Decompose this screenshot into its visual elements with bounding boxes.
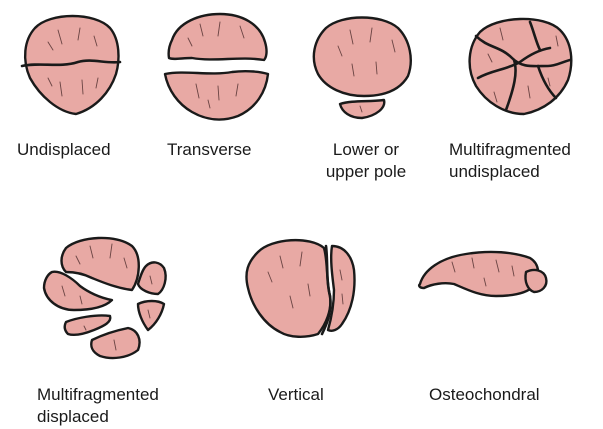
patella-multifragmented-displaced [44,238,166,358]
label-multifragmented-displaced: Multifragmented displaced [37,384,159,428]
patella-transverse [165,14,268,119]
patella-undisplaced [22,16,120,114]
label-lower-upper-pole-line2: upper pole [316,161,416,183]
label-multi-displaced-line2: displaced [37,406,159,428]
label-vertical: Vertical [268,384,324,406]
patella-vertical [246,240,354,337]
label-osteochondral: Osteochondral [429,384,540,406]
label-lower-upper-pole-line1: Lower or [316,139,416,161]
label-multifragmented-undisplaced: Multifragmented undisplaced [449,139,571,183]
label-undisplaced: Undisplaced [17,139,111,161]
patella-multifragmented-undisplaced [470,19,572,114]
label-multi-displaced-line1: Multifragmented [37,384,159,406]
label-multi-undisplaced-line1: Multifragmented [449,139,571,161]
patella-pole [314,18,411,119]
label-multi-undisplaced-line2: undisplaced [449,161,571,183]
label-lower-upper-pole: Lower or upper pole [316,139,416,183]
patella-osteochondral [419,252,546,296]
label-transverse: Transverse [167,139,251,161]
